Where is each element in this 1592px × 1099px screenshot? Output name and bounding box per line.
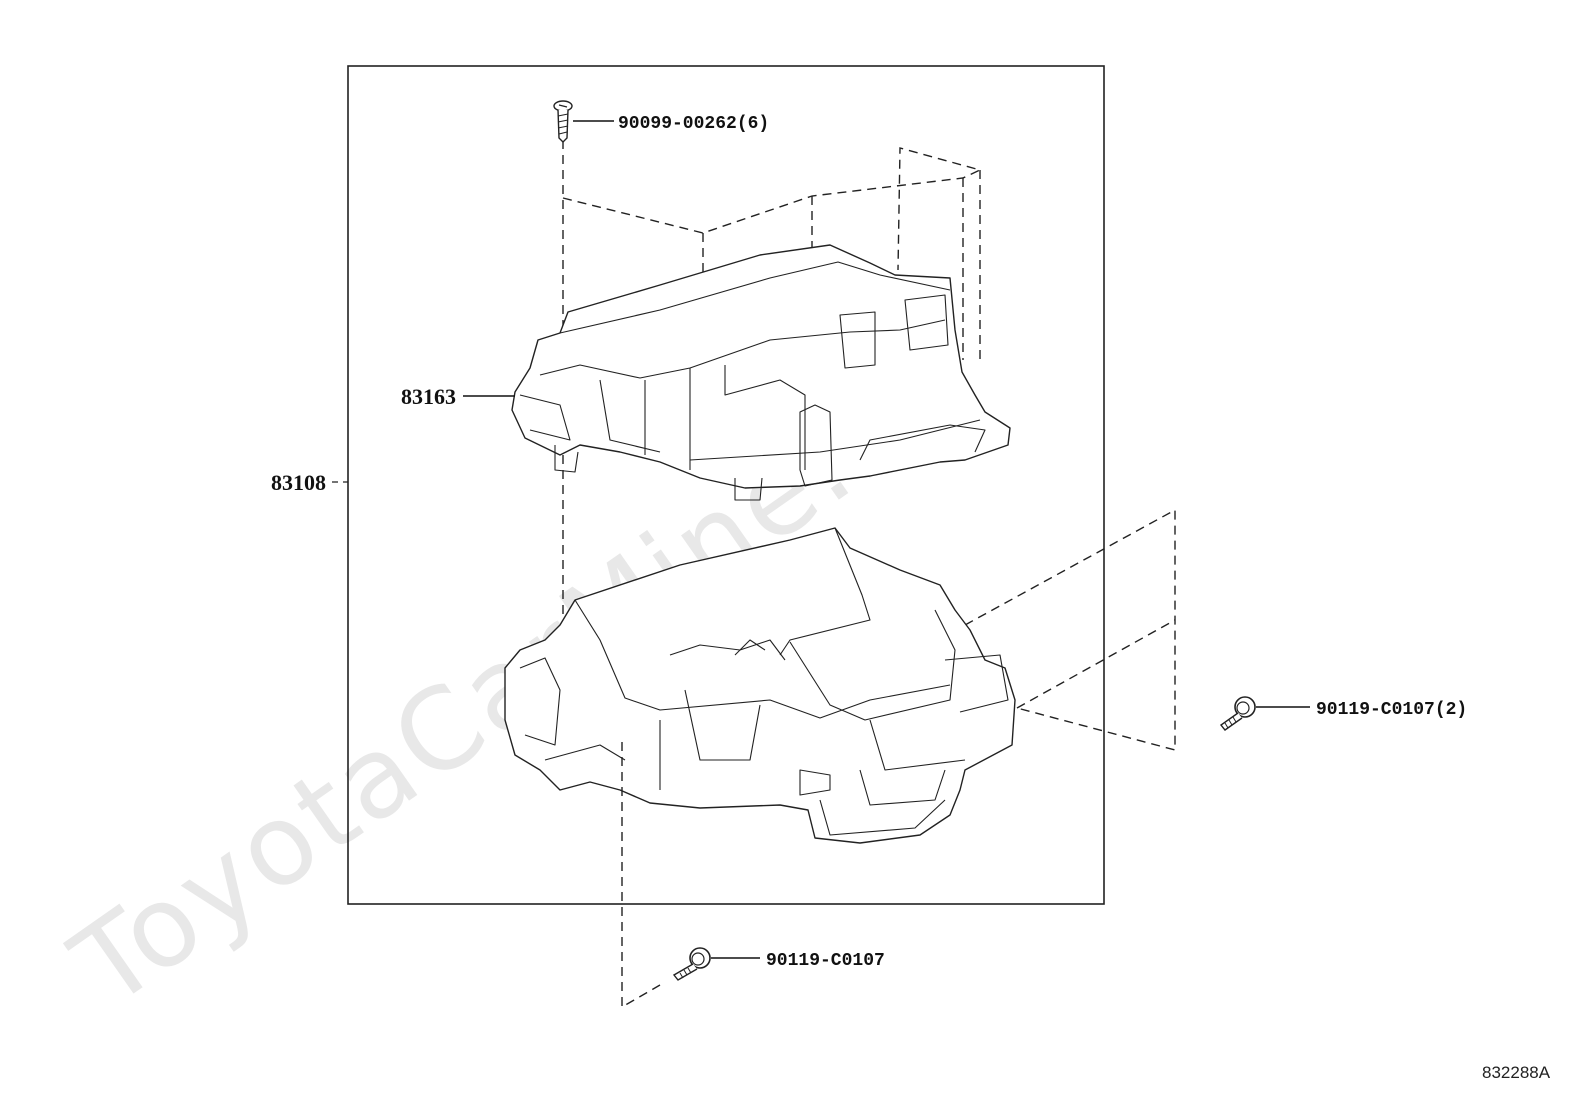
callout-screw-top: 90099-00262(6)	[618, 114, 769, 134]
callout-bolt-right: 90119-C0107(2)	[1316, 700, 1467, 720]
upper-case-83163	[511, 244, 1011, 501]
lower-case-assembly	[504, 527, 1016, 844]
assembly-frame	[347, 65, 1105, 905]
screw-icon	[553, 100, 573, 143]
callout-bolt-bottom: 90119-C0107	[766, 951, 885, 971]
bolt-icon-bottom	[672, 947, 711, 981]
callout-assembly: 83108	[271, 470, 326, 495]
callout-upper-case: 83163	[401, 384, 456, 409]
diagram-code: 832288A	[1482, 1063, 1551, 1082]
bolt-icon-right	[1219, 696, 1256, 731]
lower-case-ghost-outline	[964, 508, 1176, 751]
